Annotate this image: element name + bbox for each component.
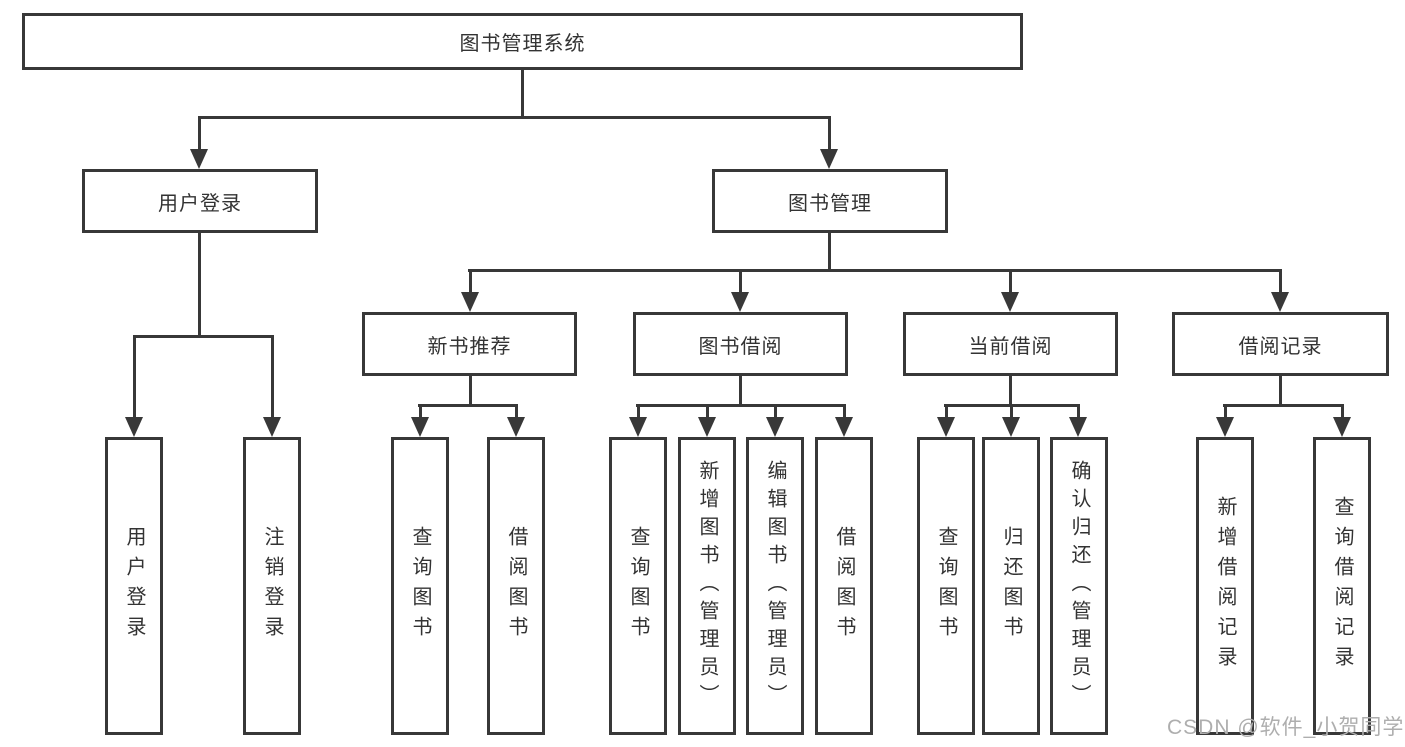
connector-line	[198, 232, 201, 338]
leaf-recommend-query-books: 查询图书	[391, 437, 449, 735]
leaf-records-query-borrow-record: 查询借阅记录	[1313, 437, 1371, 735]
connector-line	[198, 116, 831, 119]
arrow-down-icon	[411, 417, 429, 437]
leaf-label: 注销登录	[261, 526, 283, 646]
node-current-borrowing: 当前借阅	[903, 312, 1118, 376]
node-book-management: 图书管理	[712, 169, 948, 233]
arrow-down-icon	[731, 292, 749, 312]
arrow-down-icon	[629, 417, 647, 437]
arrow-down-icon	[698, 417, 716, 437]
leaf-current-return-books: 归还图书	[982, 437, 1040, 735]
connector-line	[419, 405, 422, 417]
connector-line	[198, 117, 201, 150]
arrow-down-icon	[1333, 417, 1351, 437]
arrow-down-icon	[125, 417, 143, 437]
node-book-borrowing: 图书借阅	[633, 312, 848, 376]
node-borrowing-records: 借阅记录	[1172, 312, 1389, 376]
connector-line	[706, 405, 709, 417]
connector-line	[739, 376, 742, 407]
connector-line	[469, 376, 472, 407]
leaf-label: 借阅图书	[833, 526, 855, 646]
leaf-label: 用户登录	[123, 526, 145, 646]
leaf-label: 借阅图书	[505, 526, 527, 646]
node-label: 借阅记录	[1238, 335, 1323, 358]
leaf-label: 查询图书	[627, 526, 649, 646]
connector-line	[774, 405, 777, 417]
node-label: 图书借阅	[698, 335, 783, 358]
leaf-recommend-borrow-books: 借阅图书	[487, 437, 545, 735]
arrow-down-icon	[766, 417, 784, 437]
connector-line	[133, 336, 136, 417]
node-label: 图书管理	[788, 192, 872, 215]
connector-line	[1009, 270, 1012, 293]
connector-line	[636, 404, 846, 407]
leaf-user-login: 用户登录	[105, 437, 163, 735]
arrow-down-icon	[507, 417, 525, 437]
connector-line	[945, 405, 948, 417]
leaf-label: 查询图书	[409, 526, 431, 646]
connector-line	[1224, 405, 1227, 417]
leaf-borrow-query-books: 查询图书	[609, 437, 667, 735]
leaf-logout: 注销登录	[243, 437, 301, 735]
connector-line	[271, 336, 274, 417]
connector-line	[1341, 405, 1344, 417]
leaf-label: 查询借阅记录	[1331, 496, 1353, 676]
node-user-login: 用户登录	[82, 169, 318, 233]
leaf-label: 新增借阅记录	[1214, 496, 1236, 676]
arrow-down-icon	[263, 417, 281, 437]
arrow-down-icon	[820, 149, 838, 169]
connector-line	[637, 405, 640, 417]
leaf-borrow-add-books-admin: 新增图书（管理员）	[678, 437, 736, 735]
connector-line	[1223, 404, 1344, 407]
connector-line	[1279, 376, 1282, 407]
connector-line	[133, 335, 274, 338]
leaf-borrow-edit-books-admin: 编辑图书（管理员）	[746, 437, 804, 735]
arrow-down-icon	[461, 292, 479, 312]
connector-line	[828, 233, 831, 272]
leaf-label: 新增图书（管理员）	[696, 460, 718, 712]
arrow-down-icon	[835, 417, 853, 437]
leaf-label: 编辑图书（管理员）	[764, 460, 786, 712]
arrow-down-icon	[1271, 292, 1289, 312]
leaf-borrow-borrow-books: 借阅图书	[815, 437, 873, 735]
node-label: 当前借阅	[968, 335, 1053, 358]
node-label: 新书推荐	[427, 335, 512, 358]
connector-line	[521, 69, 524, 119]
connector-line	[828, 117, 831, 150]
connector-line	[1279, 270, 1282, 293]
leaf-label: 归还图书	[1000, 526, 1022, 646]
arrow-down-icon	[1002, 417, 1020, 437]
leaf-current-confirm-return-admin: 确认归还（管理员）	[1050, 437, 1108, 735]
arrow-down-icon	[937, 417, 955, 437]
leaf-label: 查询图书	[935, 526, 957, 646]
arrow-down-icon	[190, 149, 208, 169]
connector-line	[468, 269, 1282, 272]
connector-line	[1010, 405, 1013, 417]
connector-line	[418, 404, 518, 407]
node-label: 图书管理系统	[459, 33, 586, 55]
connector-line	[469, 270, 472, 293]
arrow-down-icon	[1069, 417, 1087, 437]
leaf-records-add-borrow-record: 新增借阅记录	[1196, 437, 1254, 735]
node-new-book-recommend: 新书推荐	[362, 312, 577, 376]
connector-line	[1009, 376, 1012, 407]
connector-line	[515, 405, 518, 417]
watermark: CSDN @软件_小贺同学	[1167, 716, 1405, 739]
arrow-down-icon	[1216, 417, 1234, 437]
node-library-management-system: 图书管理系统	[22, 13, 1023, 70]
node-label: 用户登录	[158, 192, 242, 215]
leaf-current-query-books: 查询图书	[917, 437, 975, 735]
connector-line	[843, 405, 846, 417]
arrow-down-icon	[1001, 292, 1019, 312]
connector-line	[739, 270, 742, 293]
connector-line	[1077, 405, 1080, 417]
leaf-label: 确认归还（管理员）	[1068, 460, 1090, 712]
